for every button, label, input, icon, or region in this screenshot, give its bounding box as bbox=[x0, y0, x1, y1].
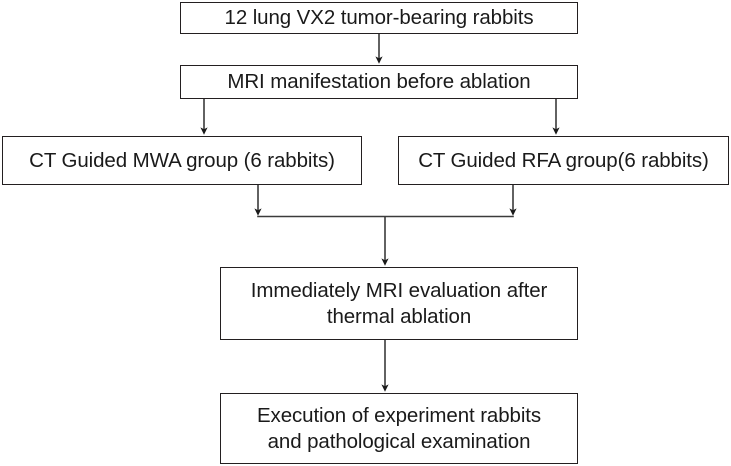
node-mwa-group: CT Guided MWA group (6 rabbits) bbox=[2, 136, 362, 185]
node-mwa-group-label: CT Guided MWA group (6 rabbits) bbox=[29, 148, 335, 172]
node-rfa-group-label: CT Guided RFA group(6 rabbits) bbox=[418, 148, 709, 172]
node-execution-label: Execution of experiment rabbits and path… bbox=[256, 403, 542, 453]
node-mri-manifestation-label: MRI manifestation before ablation bbox=[227, 70, 531, 94]
node-execution-and-pathology: Execution of experiment rabbits and path… bbox=[220, 393, 578, 464]
node-mri-manifestation-before-ablation: MRI manifestation before ablation bbox=[180, 65, 578, 99]
node-cohort: 12 lung VX2 tumor-bearing rabbits bbox=[180, 2, 578, 34]
node-mri-evaluation-after-ablation: Immediately MRI evaluation after thermal… bbox=[220, 267, 578, 340]
node-rfa-group: CT Guided RFA group(6 rabbits) bbox=[398, 136, 729, 185]
node-cohort-label: 12 lung VX2 tumor-bearing rabbits bbox=[224, 6, 534, 30]
node-mri-evaluation-label: Immediately MRI evaluation after thermal… bbox=[250, 278, 548, 328]
